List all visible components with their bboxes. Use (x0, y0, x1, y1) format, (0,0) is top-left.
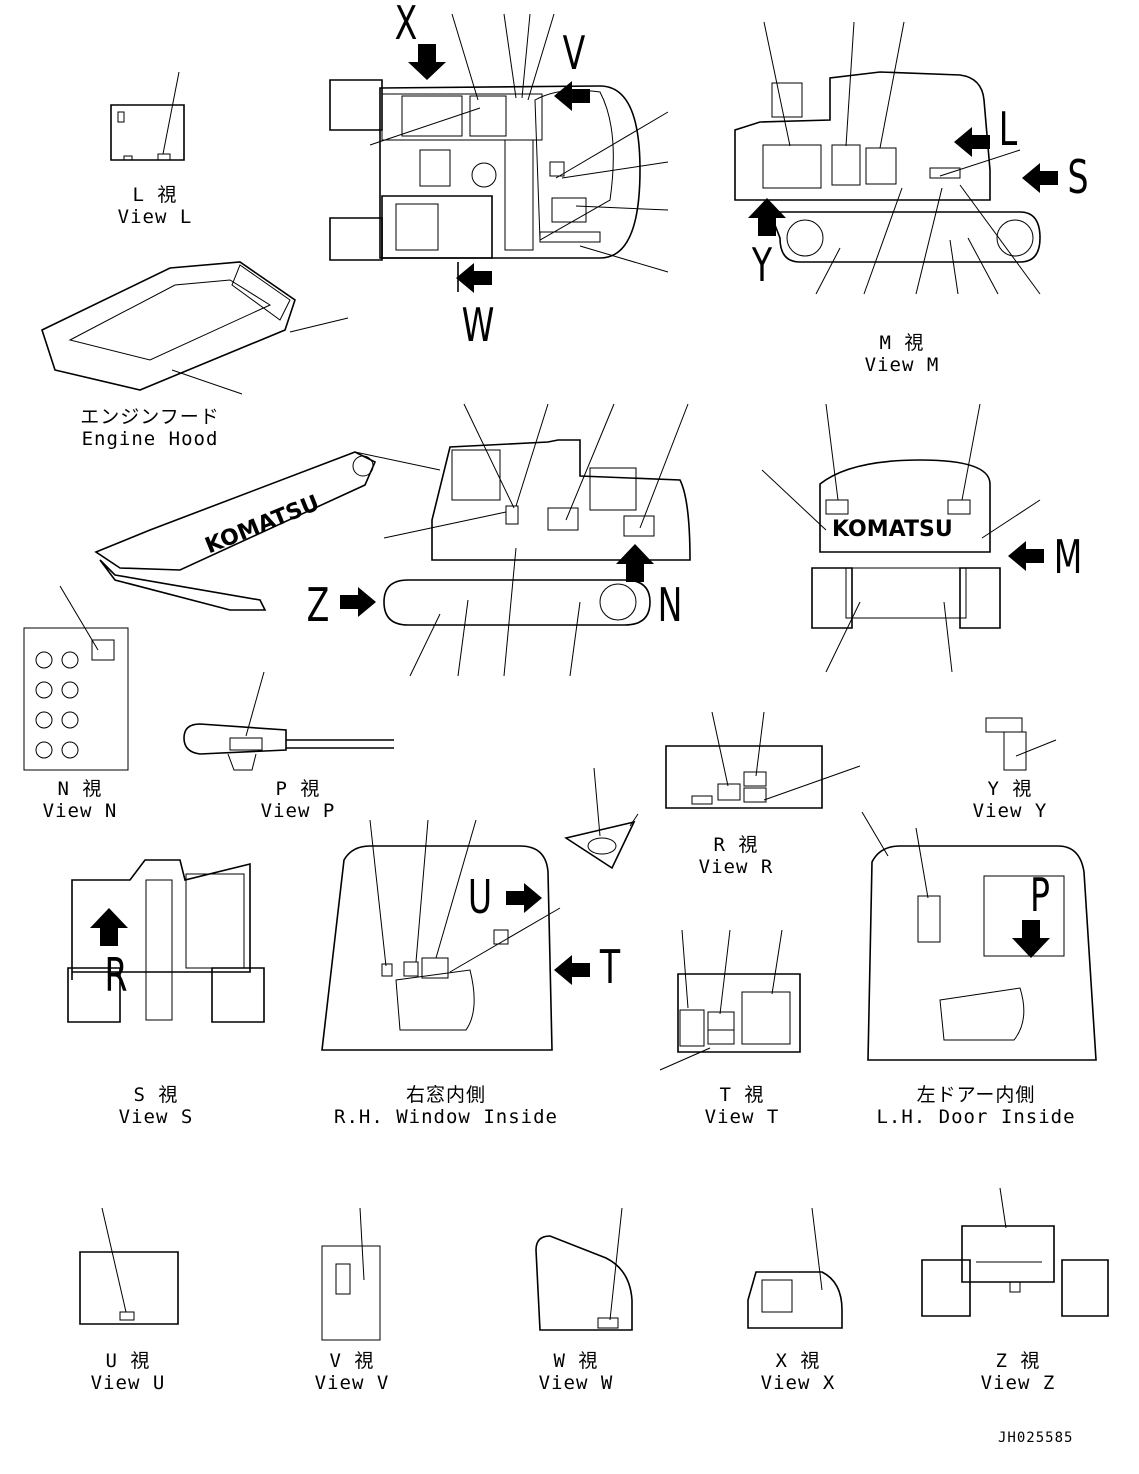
lh-door-drawing (862, 812, 1096, 1060)
view-y-drawing (986, 718, 1056, 770)
arrow-letter-l: L (998, 102, 1018, 156)
engine-hood-drawing (42, 262, 348, 394)
view-t-drawing (660, 930, 800, 1070)
figure-code: JH025585 (998, 1430, 1074, 1446)
view-l-drawing (111, 72, 184, 160)
view-p-drawing (184, 672, 394, 770)
view-w-drawing (536, 1208, 632, 1330)
emblem-drawing (566, 768, 638, 868)
arrow-letter-s: S (1067, 150, 1089, 204)
arrow-letter-w: W (461, 298, 495, 352)
arrow-letter-u: U (467, 870, 493, 924)
view-v-drawing (322, 1208, 380, 1340)
arrow-letter-y: Y (751, 238, 773, 292)
brand-komatsu: KOMATSU (202, 491, 323, 559)
view-r-drawing (666, 712, 860, 808)
arrow-letter-n: N (657, 578, 683, 632)
view-u-drawing (80, 1208, 178, 1324)
brand-komatsu-rear: KOMATSU (832, 517, 953, 542)
arrow-letter-p: P (1030, 868, 1050, 922)
arrow-letter-t: T (599, 940, 621, 994)
view-m-drawing (735, 22, 1058, 294)
top-view-drawing (330, 14, 668, 293)
rh-window-drawing (322, 820, 590, 1050)
view-n-drawing (24, 586, 128, 770)
arrow-letter-v: V (562, 26, 586, 80)
rear-view-drawing: KOMATSU (762, 404, 1044, 672)
arrow-letter-x: X (394, 0, 418, 50)
view-z-drawing (922, 1188, 1108, 1316)
view-s-drawing (68, 860, 264, 1022)
arrow-letter-r: R (104, 948, 128, 1002)
arrow-letter-z: Z (306, 578, 330, 632)
arrow-letter-m: M (1053, 530, 1083, 584)
view-x-drawing (748, 1208, 842, 1328)
